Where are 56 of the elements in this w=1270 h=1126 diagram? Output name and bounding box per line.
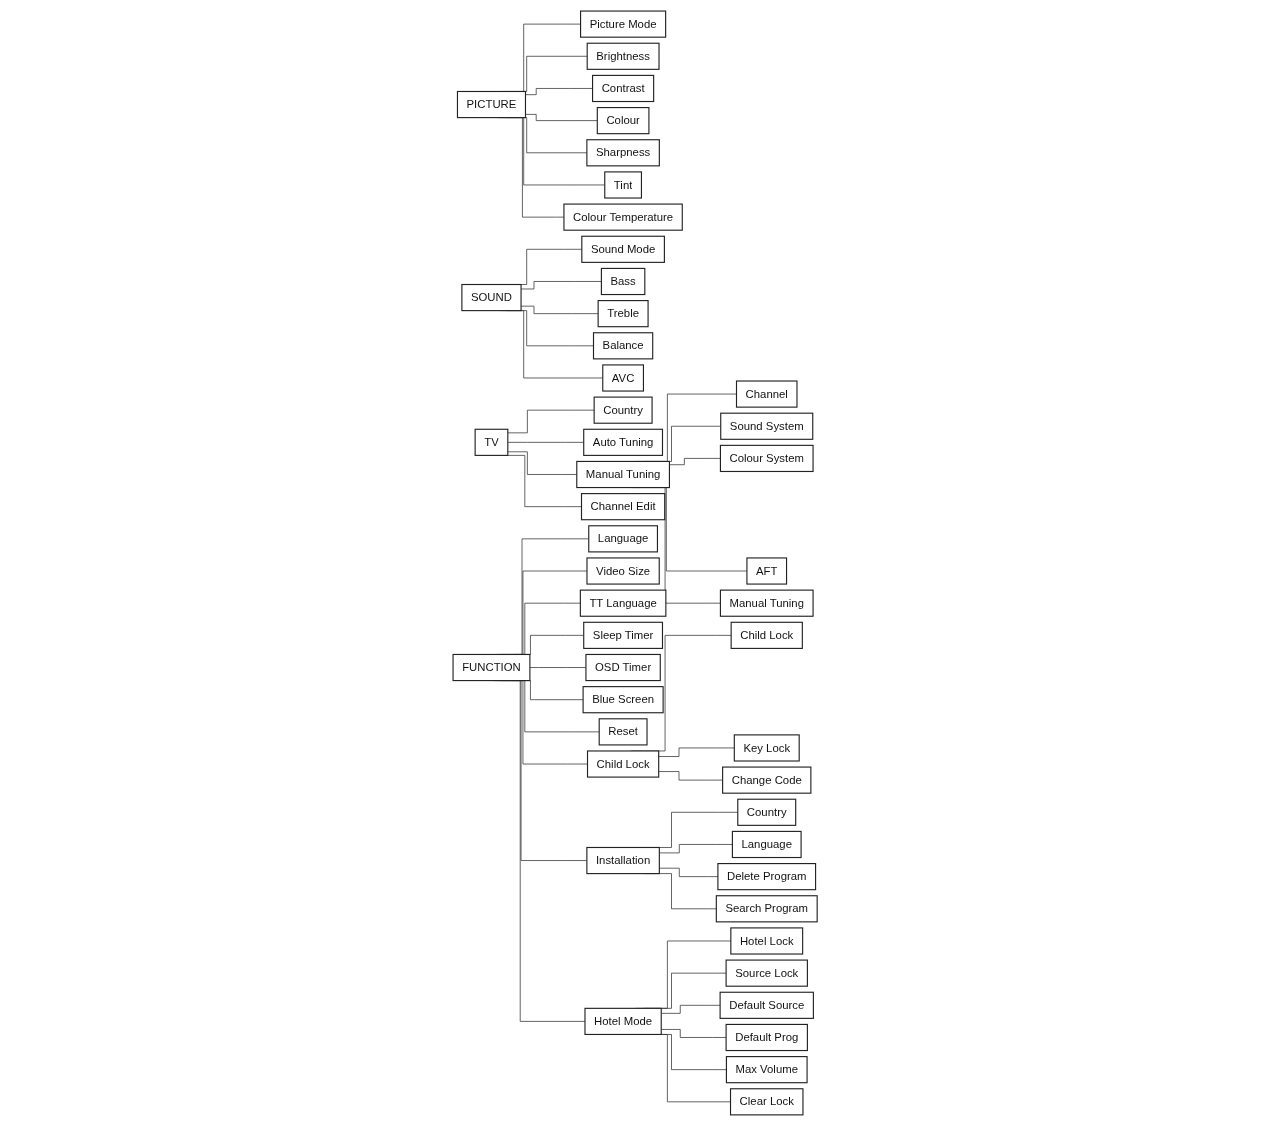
node-box: Search Program <box>715 895 818 923</box>
node-box: Picture Mode <box>579 10 667 38</box>
connector <box>520 305 599 315</box>
node-box: PICTURE <box>456 90 526 119</box>
node-box: Colour Temperature <box>563 203 683 231</box>
connector <box>525 88 593 96</box>
connector <box>520 281 602 290</box>
node-box: Tint <box>604 171 642 199</box>
connector <box>507 442 584 443</box>
node-box: Channel Edit <box>580 493 666 521</box>
node-box: Video Size <box>586 557 660 585</box>
node-box: Default Source <box>719 991 814 1019</box>
node-box: Channel <box>735 380 798 408</box>
node-box: Sound System <box>720 412 814 440</box>
node-box: OSD Timer <box>585 653 661 682</box>
node-box: Max Volume <box>725 1056 808 1084</box>
node-box: Sound Mode <box>581 235 665 263</box>
node-box: Sleep Timer <box>583 621 663 649</box>
node-box: Change Code <box>721 766 812 794</box>
node-box: Manual Tuning <box>576 460 670 489</box>
node-box: Colour <box>596 107 650 135</box>
node-box: Auto Tuning <box>583 428 663 456</box>
node-box: Country <box>737 798 797 826</box>
node-box: Default Prog <box>725 1023 808 1052</box>
node-box: TT Language <box>579 589 667 617</box>
node-box: Contrast <box>591 74 655 103</box>
node-box: Manual Tuning <box>719 589 814 617</box>
node-box: Child Lock <box>586 750 660 778</box>
node-box: Treble <box>597 300 649 328</box>
node-box: Country <box>593 396 653 424</box>
node-box: Balance <box>592 332 654 360</box>
node-box: Colour System <box>719 444 814 473</box>
node-box: TV <box>474 428 509 456</box>
node-box: Reset <box>598 718 648 746</box>
connector <box>658 771 723 781</box>
node-box: Clear Lock <box>729 1088 804 1116</box>
node-box: Bass <box>600 267 646 296</box>
node-box: Delete Program <box>717 863 817 891</box>
connector <box>507 409 595 434</box>
node-box: Child Lock <box>730 621 803 649</box>
node-box: AVC <box>602 364 644 392</box>
node-box: Installation <box>586 846 660 875</box>
node-box: SOUND <box>461 283 522 312</box>
node-box: Key Lock <box>733 734 800 762</box>
node-box: Hotel Mode <box>584 1007 662 1036</box>
node-box: Language <box>731 830 802 859</box>
node-box: Hotel Lock <box>730 927 804 955</box>
connector <box>658 747 735 757</box>
node-box: Sharpness <box>586 139 660 167</box>
connector <box>525 114 598 122</box>
node-box: Source Lock <box>725 959 808 987</box>
node-box: AFT <box>746 557 787 585</box>
node-box: Blue Screen <box>582 686 664 714</box>
node-box: FUNCTION <box>452 653 531 682</box>
node-box: Language <box>588 525 658 553</box>
node-box: Brightness <box>586 42 660 70</box>
